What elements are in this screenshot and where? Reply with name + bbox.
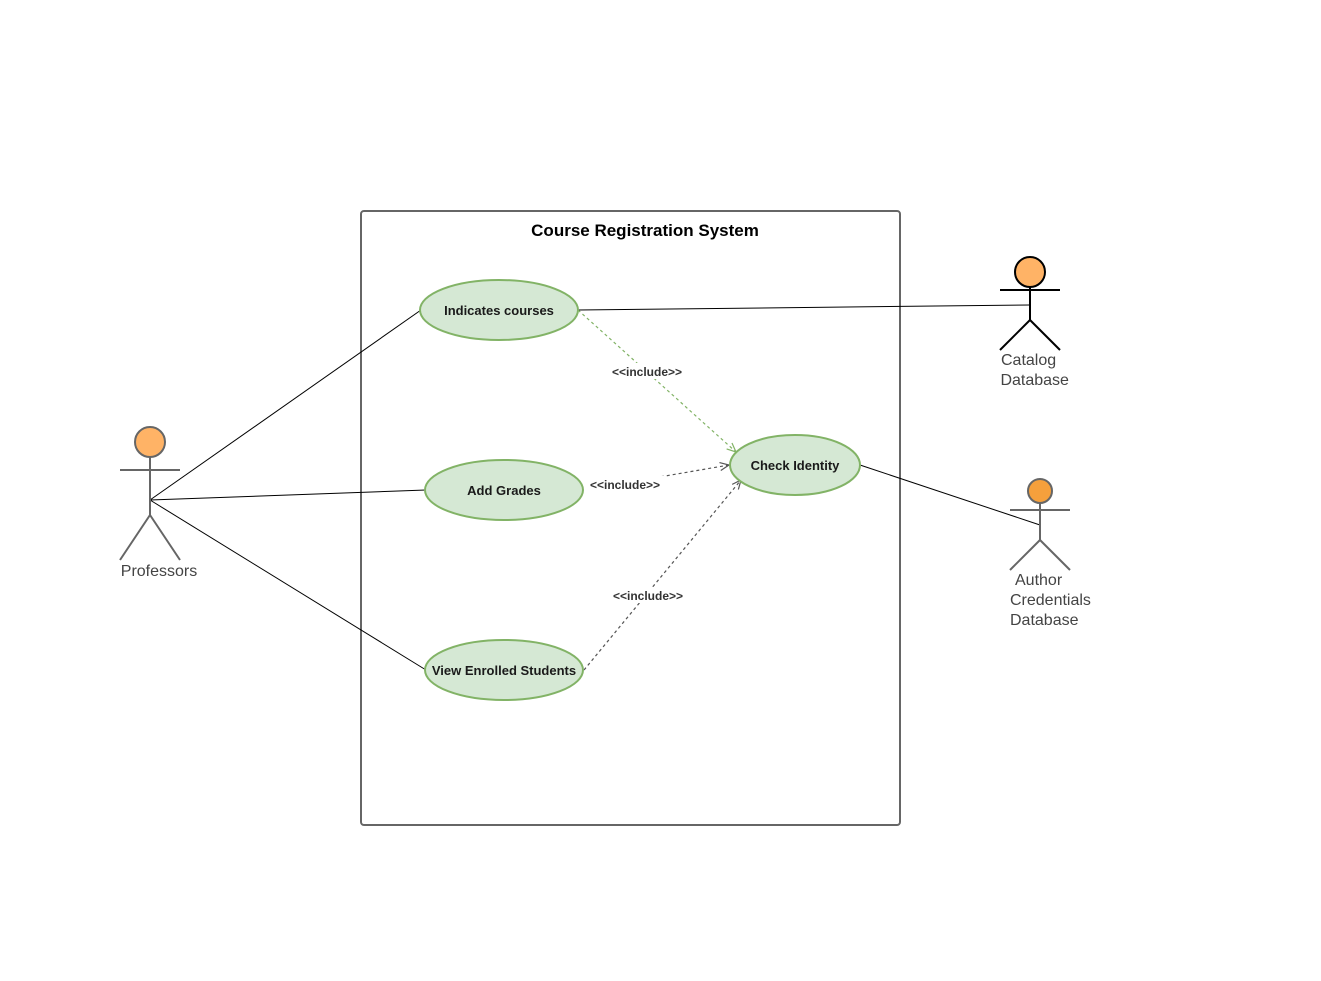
actor-leg-right (1029, 319, 1061, 351)
usecase-label: View Enrolled Students (432, 663, 576, 678)
usecase-shape[interactable] (424, 639, 584, 701)
actor-leg-left (119, 514, 151, 561)
include-line-view-enrolled[interactable] (583, 478, 742, 671)
actor-label: Database (1010, 612, 1079, 629)
actor-label: Author (1015, 572, 1063, 589)
actor-professors[interactable]: Professors (119, 426, 197, 580)
include-label-2: <<include>> (590, 478, 660, 492)
usecase-label: Indicates courses (444, 303, 554, 318)
include-label-bg-3 (607, 587, 689, 603)
usecase-indicates-courses[interactable]: Indicates courses (419, 279, 579, 341)
system-title: Course Registration System (531, 221, 759, 240)
actor-head (1014, 256, 1046, 288)
usecase-view-enrolled-students[interactable]: View Enrolled Students (424, 639, 584, 701)
usecase-add-grades[interactable]: Add Grades (424, 459, 584, 521)
actor-label: Professors (121, 563, 197, 580)
assoc-check-identity-author[interactable] (859, 464, 1041, 526)
assoc-professors-indicates-courses[interactable] (149, 309, 422, 501)
include-label-bg-2 (584, 476, 666, 492)
usecase-label: Add Grades (467, 483, 541, 498)
actor-label: Database (996, 372, 1069, 389)
actor-leg-left (1009, 539, 1041, 571)
actor-label: Catalog (1001, 352, 1056, 369)
actor-leg-right (1039, 539, 1071, 571)
actor-leg-right (149, 514, 181, 561)
actor-author-credentials-database[interactable]: Author Credentials Database (1009, 478, 1091, 629)
usecase-label: Check Identity (751, 458, 841, 473)
actor-label: Credentials (1010, 592, 1091, 609)
include-label-bg-1 (606, 363, 688, 379)
usecase-shape[interactable] (729, 434, 861, 496)
assoc-professors-view-enrolled[interactable] (149, 499, 427, 671)
assoc-professors-add-grades[interactable] (149, 489, 427, 501)
assoc-indicates-courses-catalog[interactable] (577, 304, 1031, 311)
actor-catalog-database[interactable]: Catalog Database (996, 256, 1069, 389)
usecase-shape[interactable] (419, 279, 579, 341)
actor-head (1027, 478, 1053, 504)
include-label-1: <<include>> (612, 365, 682, 379)
actor-head (134, 426, 166, 458)
actor-leg-left (999, 319, 1031, 351)
usecase-shape[interactable] (424, 459, 584, 521)
usecase-check-identity[interactable]: Check Identity (729, 434, 861, 496)
include-label-3: <<include>> (613, 589, 683, 603)
